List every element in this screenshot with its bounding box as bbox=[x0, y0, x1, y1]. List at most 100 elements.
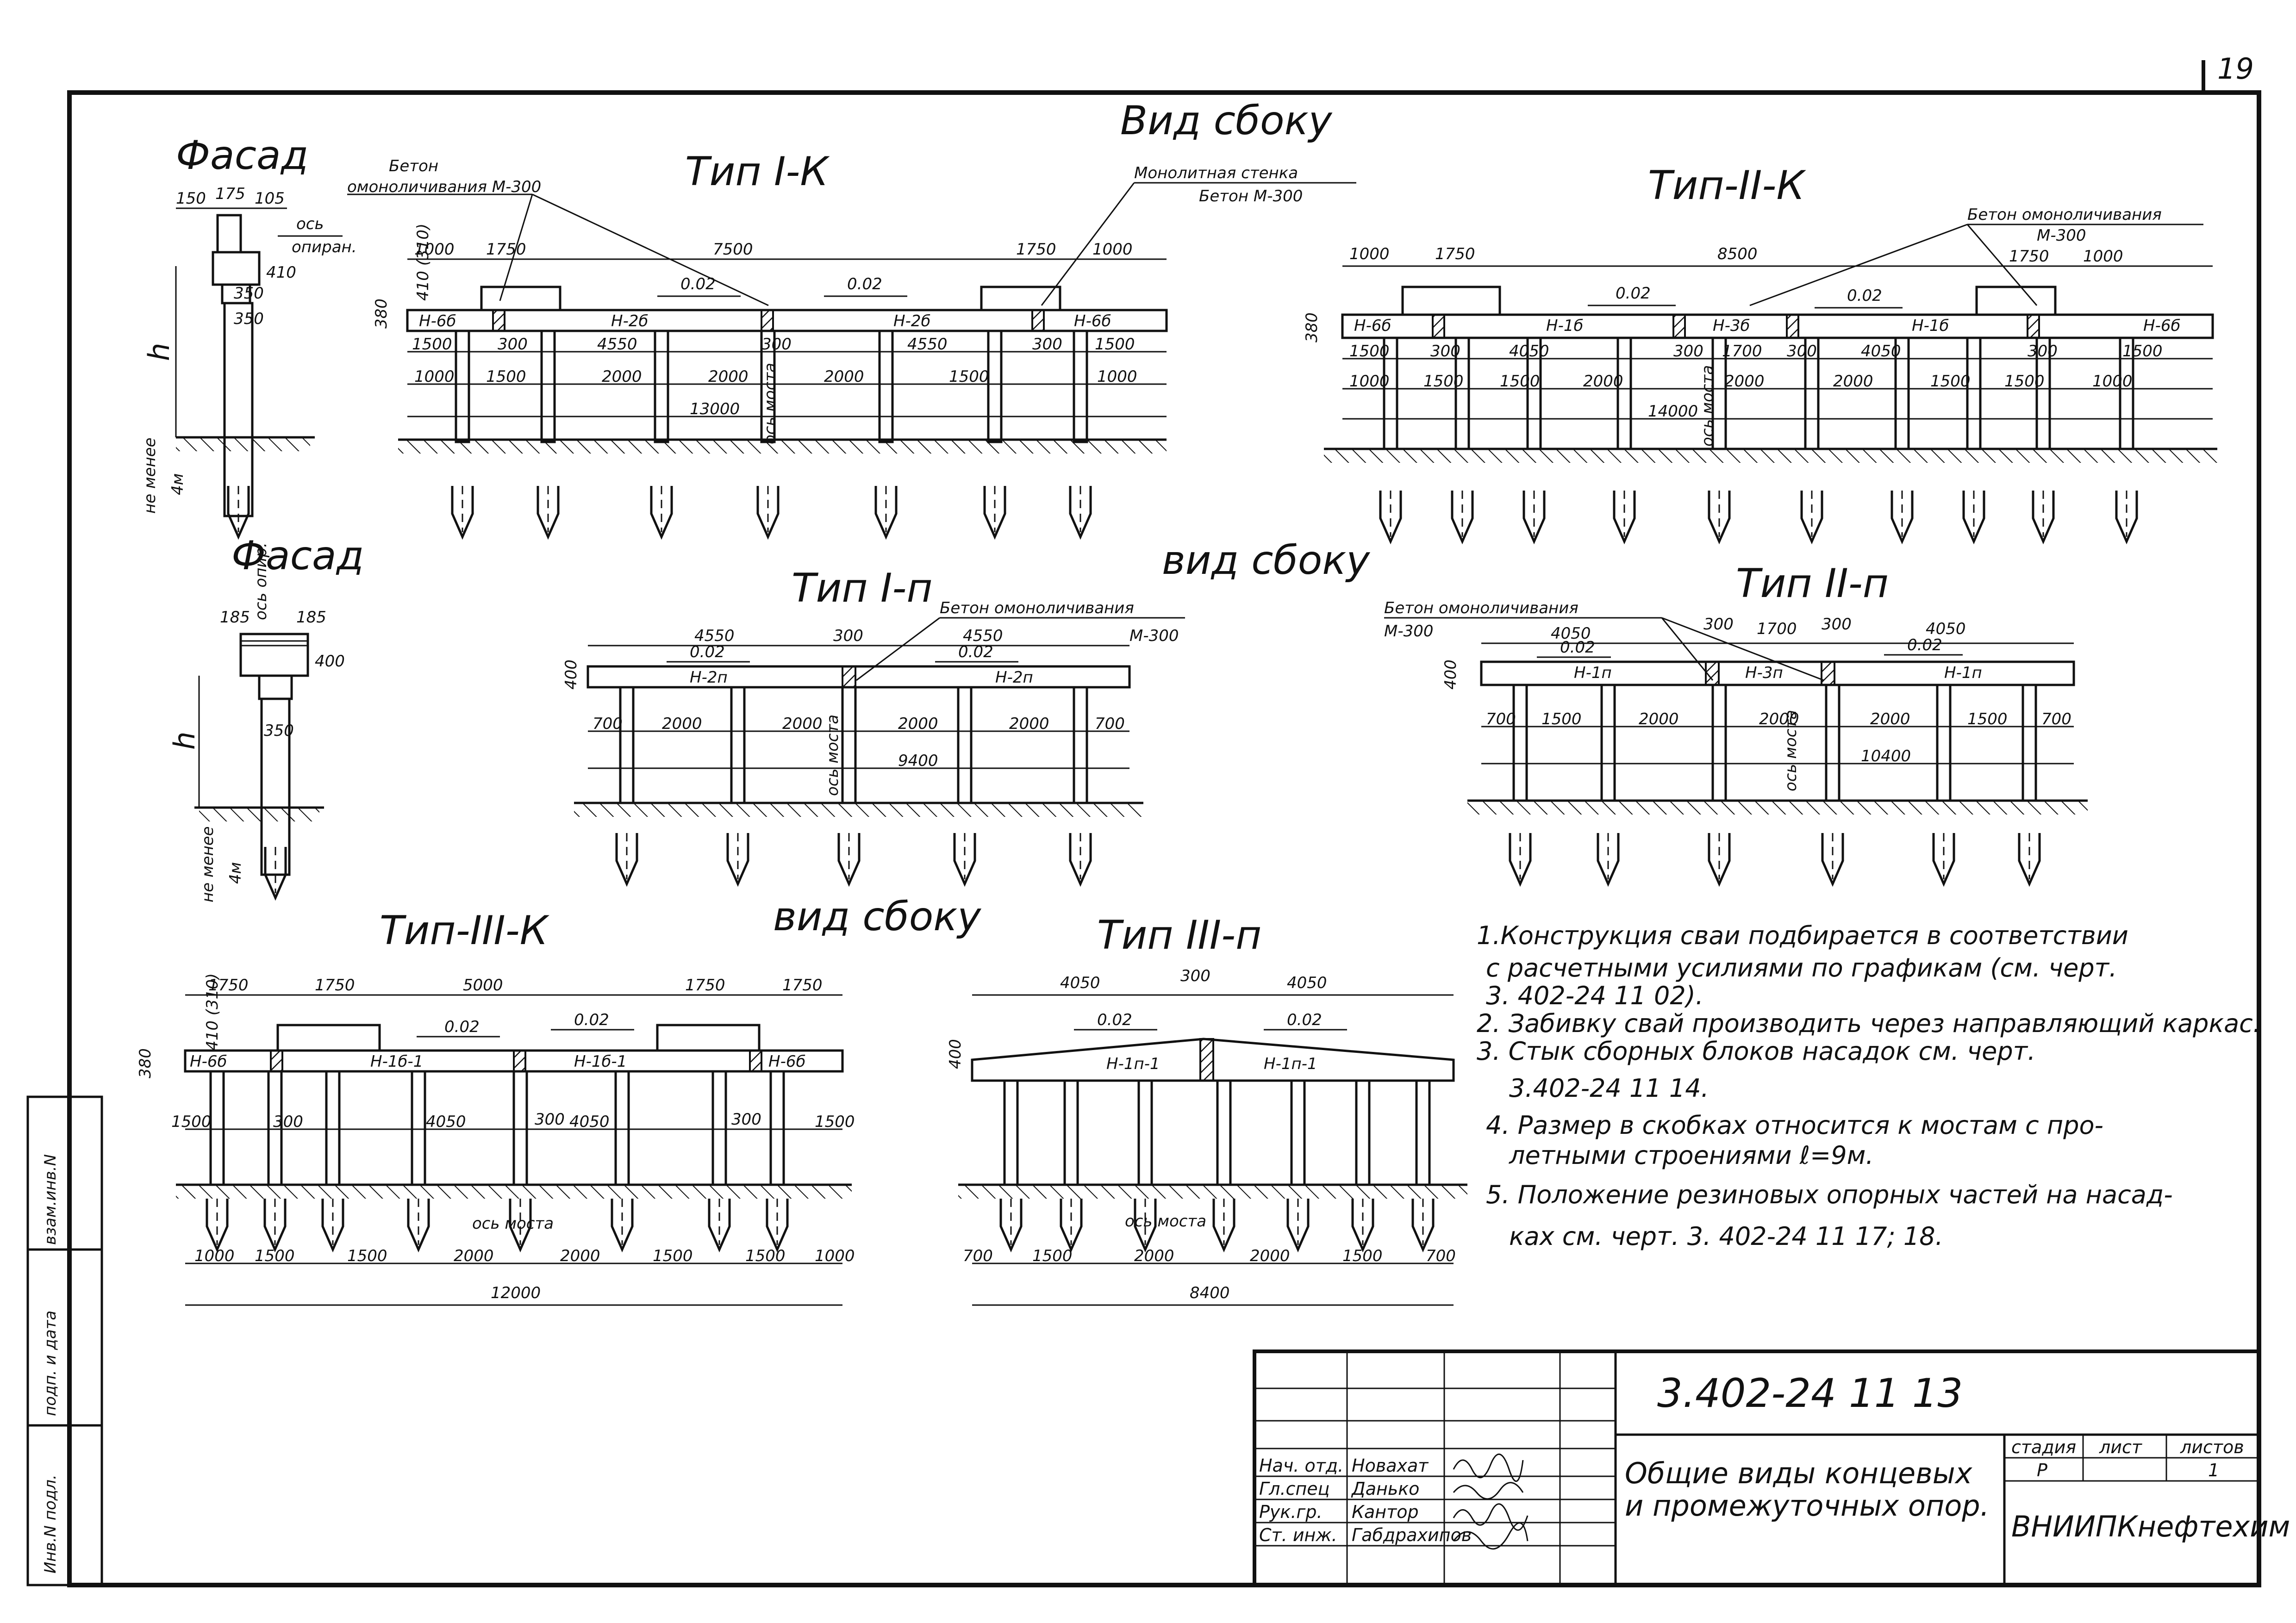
svg-text:4050: 4050 bbox=[1509, 342, 1549, 361]
svg-text:2000: 2000 bbox=[708, 367, 749, 386]
tb-name-3: Кантор bbox=[1352, 1502, 1419, 1522]
svg-text:h: h bbox=[168, 732, 201, 750]
svg-text:2000: 2000 bbox=[782, 715, 823, 733]
svg-text:1000: 1000 bbox=[414, 240, 455, 259]
svg-text:13000: 13000 bbox=[690, 400, 740, 418]
note-line-1: 1.Конструкция сваи подбирается в соответ… bbox=[1477, 921, 2128, 950]
note-line-4: 2. Забивку свай производить через направ… bbox=[1477, 1009, 2261, 1038]
svg-text:Бетон М-300: Бетон М-300 bbox=[1199, 187, 1303, 205]
abutment-type-2k: Тип-II-К Бетон омоноличивания М-300 1000… bbox=[1303, 162, 2217, 541]
svg-text:410 (310): 410 (310) bbox=[203, 973, 222, 1051]
tb-name-2: Данько bbox=[1351, 1479, 1419, 1499]
svg-text:1000: 1000 bbox=[414, 367, 455, 386]
type-2p-title: Тип II-п bbox=[1736, 560, 1889, 607]
svg-text:300: 300 bbox=[1822, 615, 1852, 634]
svg-text:185: 185 bbox=[296, 608, 326, 627]
svg-text:4550: 4550 bbox=[694, 627, 735, 645]
pier-type-3p: Тип III-п 4050 300 4050 0.02 0.02 400 Н-… bbox=[946, 912, 1467, 1306]
svg-text:700: 700 bbox=[963, 1247, 993, 1265]
note-line-9: 5. Положение резиновых опорных частей на… bbox=[1486, 1180, 2173, 1209]
svg-text:5000: 5000 bbox=[463, 976, 503, 995]
tb-organization: ВНИИПКнефтехим bbox=[2011, 1510, 2290, 1543]
stamp-sign: подп. и дата bbox=[41, 1311, 60, 1416]
svg-text:Н-2п: Н-2п bbox=[995, 668, 1033, 687]
svg-text:1500: 1500 bbox=[745, 1247, 786, 1265]
svg-text:4550: 4550 bbox=[963, 627, 1003, 645]
svg-text:7500: 7500 bbox=[713, 240, 753, 259]
svg-text:4050: 4050 bbox=[1060, 974, 1100, 992]
svg-text:4050: 4050 bbox=[1551, 624, 1591, 643]
svg-text:Н-1б: Н-1б bbox=[1912, 317, 1949, 335]
svg-text:185: 185 bbox=[220, 608, 250, 627]
svg-text:омоноличивания М-300: омоноличивания М-300 bbox=[347, 178, 541, 196]
svg-text:2000: 2000 bbox=[454, 1247, 494, 1265]
svg-text:2000: 2000 bbox=[1639, 710, 1679, 728]
svg-text:Н-6б: Н-6б bbox=[1074, 312, 1111, 330]
svg-text:700: 700 bbox=[1095, 715, 1125, 733]
outer-frame bbox=[67, 90, 2261, 1587]
svg-text:2000: 2000 bbox=[662, 715, 702, 733]
svg-text:2000: 2000 bbox=[1870, 710, 1910, 728]
note-line-6: 3.402-24 11 14. bbox=[1509, 1074, 1709, 1103]
svg-text:1000: 1000 bbox=[1092, 240, 1133, 259]
svg-text:105: 105 bbox=[255, 189, 285, 208]
svg-text:4м: 4м bbox=[226, 862, 245, 884]
svg-text:410: 410 bbox=[266, 263, 296, 282]
svg-text:Бетон омоноличивания: Бетон омоноличивания bbox=[940, 599, 1134, 617]
svg-text:ось: ось bbox=[296, 215, 324, 233]
svg-text:2000: 2000 bbox=[1759, 710, 1799, 728]
general-notes: 1.Конструкция сваи подбирается в соответ… bbox=[1477, 921, 2261, 1251]
signature-3 bbox=[1453, 1503, 1529, 1531]
svg-text:1500: 1500 bbox=[2004, 372, 2045, 391]
tb-title-2: и промежуточных опор. bbox=[1625, 1489, 1989, 1523]
svg-text:0.02: 0.02 bbox=[847, 275, 882, 293]
svg-text:300: 300 bbox=[2028, 342, 2058, 361]
svg-text:Н-6б: Н-6б bbox=[1354, 317, 1391, 335]
svg-text:1500: 1500 bbox=[949, 367, 989, 386]
svg-text:0.02: 0.02 bbox=[690, 643, 725, 661]
svg-text:Н-2б: Н-2б bbox=[611, 312, 648, 330]
svg-text:400: 400 bbox=[1441, 659, 1460, 690]
note-line-10: ках см. черт. 3. 402-24 11 17; 18. bbox=[1509, 1222, 1943, 1251]
svg-text:1500: 1500 bbox=[1541, 710, 1582, 728]
svg-text:Н-6б: Н-6б bbox=[2143, 317, 2180, 335]
svg-text:0.02: 0.02 bbox=[1907, 636, 1942, 654]
svg-text:1500: 1500 bbox=[347, 1247, 387, 1265]
svg-text:175: 175 bbox=[215, 185, 245, 203]
svg-text:ось моста: ось моста bbox=[761, 363, 780, 444]
tb-role-2: Гл.спец bbox=[1259, 1479, 1330, 1499]
svg-text:0.02: 0.02 bbox=[680, 275, 716, 293]
pier-type-1p: Тип I-п Бетон омоноличивания М-300 4550 … bbox=[562, 565, 1185, 884]
type-1k-title: Тип I-К bbox=[685, 149, 830, 195]
svg-text:350: 350 bbox=[234, 284, 264, 303]
svg-text:0.02: 0.02 bbox=[1560, 638, 1595, 657]
tb-name-1: Новахат bbox=[1352, 1455, 1429, 1476]
signature-1 bbox=[1453, 1454, 1524, 1482]
heading-side-view-3: вид сбоку bbox=[773, 894, 981, 940]
svg-text:1000: 1000 bbox=[1349, 245, 1390, 263]
svg-text:Н-1б: Н-1б bbox=[1546, 317, 1583, 335]
svg-text:1750: 1750 bbox=[782, 976, 823, 995]
svg-text:1500: 1500 bbox=[1967, 710, 2008, 728]
svg-text:1750: 1750 bbox=[1016, 240, 1056, 259]
type-3p-title: Тип III-п bbox=[1097, 912, 1261, 958]
signature-2 bbox=[1453, 1482, 1524, 1500]
svg-text:410 (310): 410 (310) bbox=[414, 224, 432, 301]
svg-text:не менее: не менее bbox=[141, 437, 159, 514]
svg-text:Монолитная стенка: Монолитная стенка bbox=[1134, 164, 1298, 182]
svg-text:4050: 4050 bbox=[1287, 974, 1327, 992]
tb-stage-value: Р bbox=[2037, 1460, 2047, 1480]
svg-text:2000: 2000 bbox=[560, 1247, 600, 1265]
svg-text:М-300: М-300 bbox=[1384, 622, 1434, 640]
svg-text:300: 300 bbox=[1673, 342, 1703, 361]
svg-text:0.02: 0.02 bbox=[1847, 286, 1882, 305]
svg-text:ось моста: ось моста bbox=[472, 1214, 554, 1233]
svg-text:14000: 14000 bbox=[1648, 402, 1698, 421]
svg-text:2000: 2000 bbox=[602, 367, 642, 386]
svg-text:1500: 1500 bbox=[1423, 372, 1464, 391]
svg-text:1500: 1500 bbox=[1095, 335, 1135, 354]
svg-text:Н-1п: Н-1п bbox=[1574, 664, 1612, 682]
facade-1-title: Фасад bbox=[176, 132, 308, 179]
svg-text:300: 300 bbox=[1430, 342, 1460, 361]
